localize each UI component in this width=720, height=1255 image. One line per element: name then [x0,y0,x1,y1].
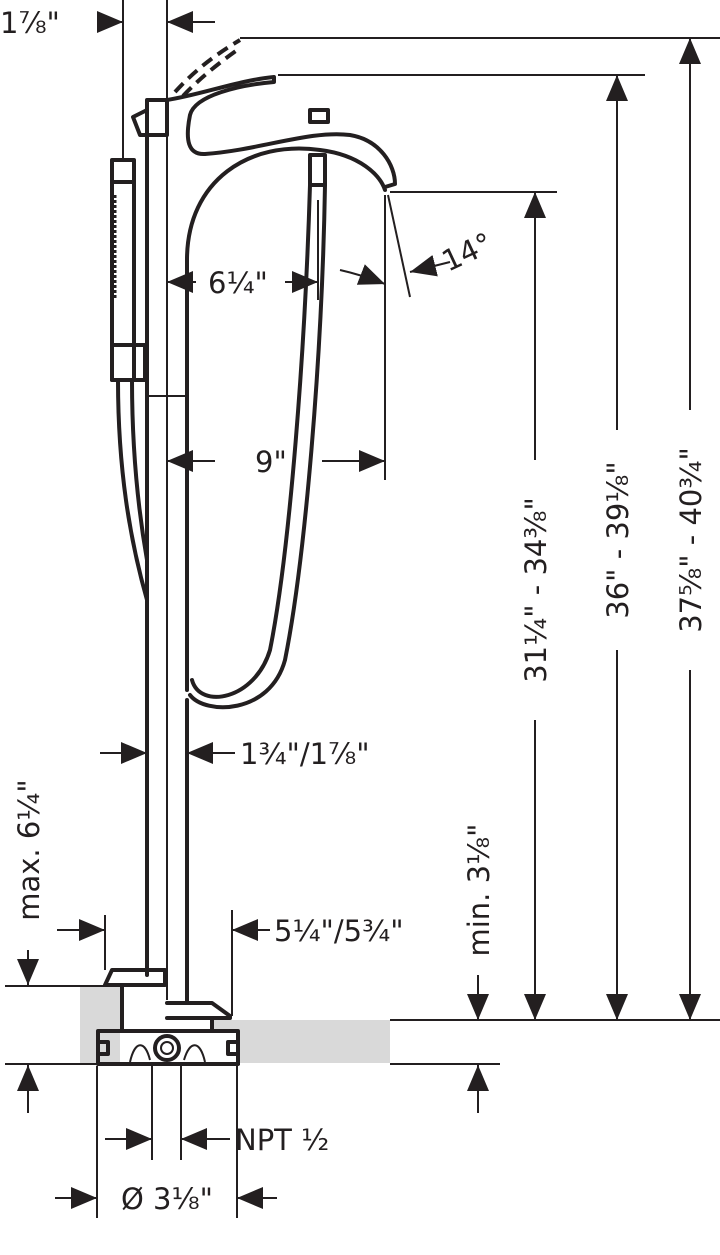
handshower-offset-label: 1⅞" [0,6,60,40]
floor-section [5,985,720,1065]
dimension-lines [17,0,720,1218]
spout-inner-label: 6¼" [208,266,268,300]
min-floor-label: min. 3⅛" [462,823,496,956]
spout-angle-label: 14° [437,226,498,279]
lever-height-label: 36" - 39⅛" [601,461,635,619]
lever-open-height-label: 37⅝" - 40¾" [674,447,708,633]
base-offset-label: 5¼"/5¾" [274,914,404,948]
max-floor-label: max. 6¼" [12,779,46,921]
column-diameter-label: 1¾"/1⅞" [240,737,370,771]
supply-label: NPT ½ [235,1123,329,1157]
faucet-body [96,38,397,1066]
base-diameter-label: Ø 3⅛" [121,1182,213,1216]
spout-height-label: 31¼" - 34⅜" [519,497,553,683]
spout-reach-label: 9" [255,445,287,479]
